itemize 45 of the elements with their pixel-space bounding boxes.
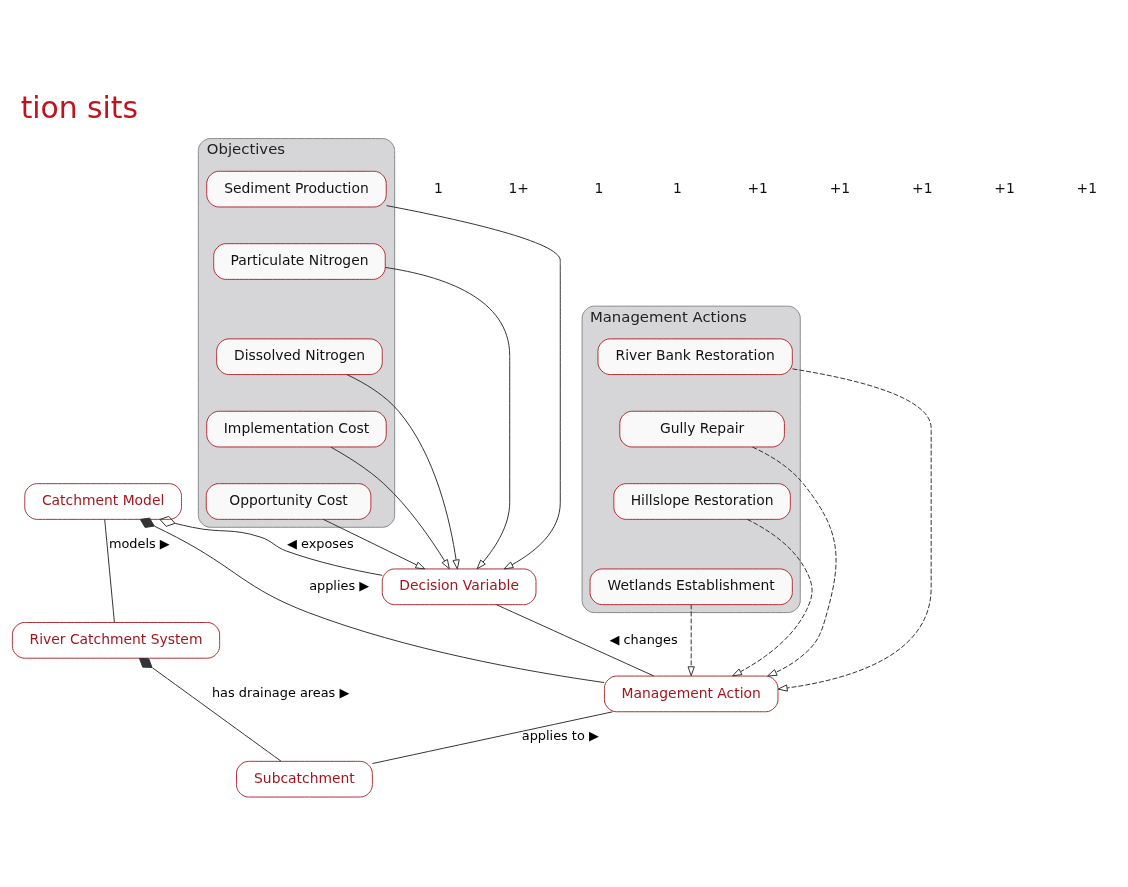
node-box: River Bank Restoration	[597, 338, 793, 376]
edge-label: ◀ exposes	[286, 535, 354, 551]
arrow	[752, 446, 837, 677]
edge-label: has drainage areas ▶	[211, 685, 350, 701]
arrow	[687, 604, 695, 677]
node-box: River Catchment System	[11, 622, 221, 659]
node-box: Implementation Cost	[206, 410, 387, 448]
connector	[139, 517, 605, 684]
edge-label: ◀ changes	[609, 631, 678, 647]
arrow	[346, 374, 460, 570]
node-box: Wetlands Establishment	[589, 568, 793, 606]
node-box: Particulate Nitrogen	[213, 243, 386, 280]
diagram-title: tion sits	[20, 89, 138, 125]
arrow	[386, 205, 561, 570]
node-box: Opportunity Cost	[205, 483, 372, 520]
arrow	[732, 518, 813, 677]
connector	[371, 711, 613, 765]
node-box: Dissolved Nitrogen	[216, 338, 383, 376]
node-box: Subcatchment	[236, 760, 373, 798]
label: +1	[994, 179, 1015, 196]
arrow	[384, 266, 511, 570]
label: 1+	[508, 179, 529, 196]
node-box: Decision Variable	[381, 568, 537, 606]
label: 1	[433, 179, 443, 196]
node-box: Management Action	[603, 675, 779, 713]
label: 1	[672, 179, 682, 196]
label: 1	[594, 179, 604, 196]
connector	[139, 657, 282, 762]
edge-label: applies to ▶	[521, 727, 599, 743]
connector	[104, 519, 115, 623]
connector	[495, 604, 655, 677]
label: +1	[747, 179, 768, 196]
arrow	[777, 368, 932, 692]
label: +1	[829, 179, 851, 196]
connector	[159, 515, 383, 576]
arrow	[330, 446, 450, 570]
label: +1	[1076, 179, 1098, 196]
node-box: Hillslope Restoration	[613, 483, 791, 520]
label: +1	[912, 179, 933, 196]
edge-label: applies ▶	[309, 578, 370, 594]
node-box: Gully Repair	[619, 410, 785, 448]
node-box: Catchment Model	[24, 483, 182, 520]
node-box: Sediment Production	[206, 170, 387, 208]
edge-label: models ▶	[108, 535, 170, 551]
arrow	[322, 518, 426, 570]
